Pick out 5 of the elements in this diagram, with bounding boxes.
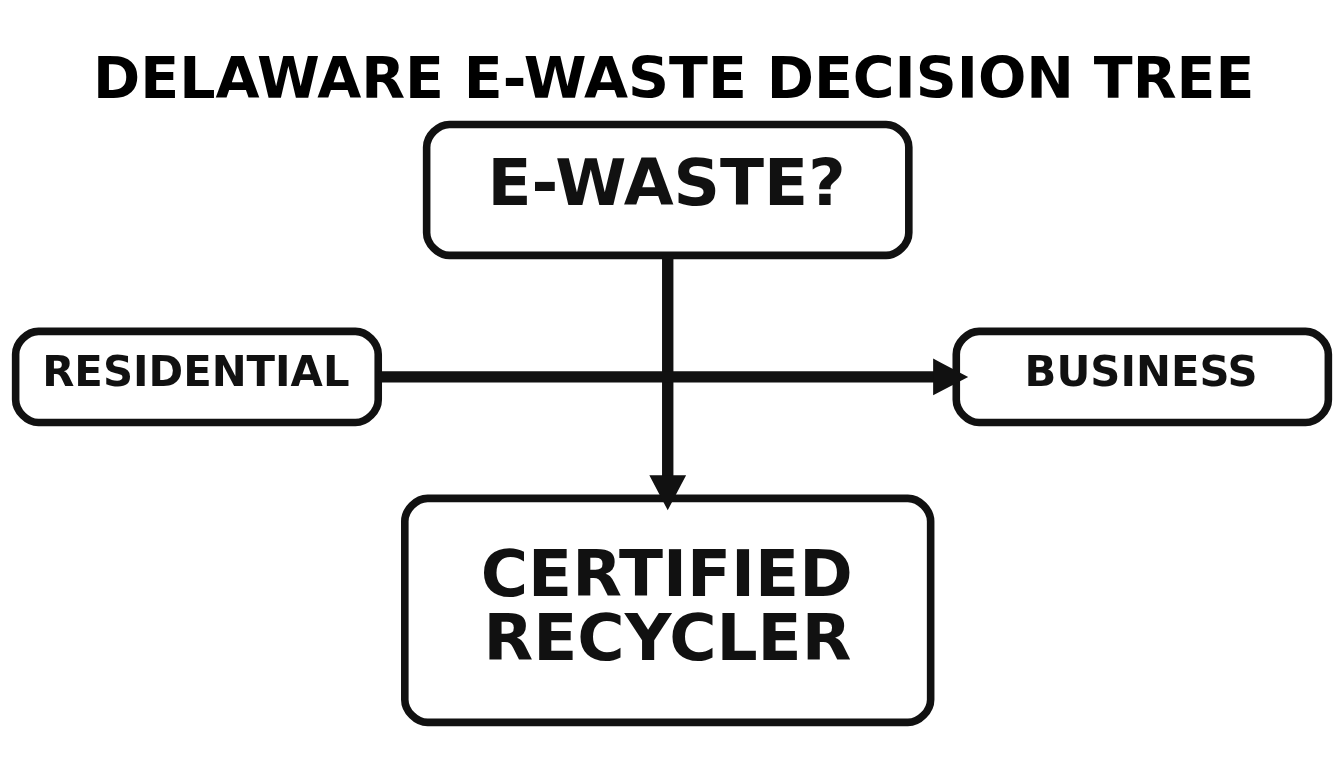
diagram-title: DELAWARE E-WASTE DECISION TREE bbox=[93, 44, 1255, 111]
node-box: CERTIFIED RECYCLER bbox=[401, 494, 935, 726]
node-box: E-WASTE? bbox=[422, 120, 913, 259]
node-box: BUSINESS bbox=[952, 327, 1333, 426]
node-box: RESIDENTIAL bbox=[11, 327, 383, 426]
